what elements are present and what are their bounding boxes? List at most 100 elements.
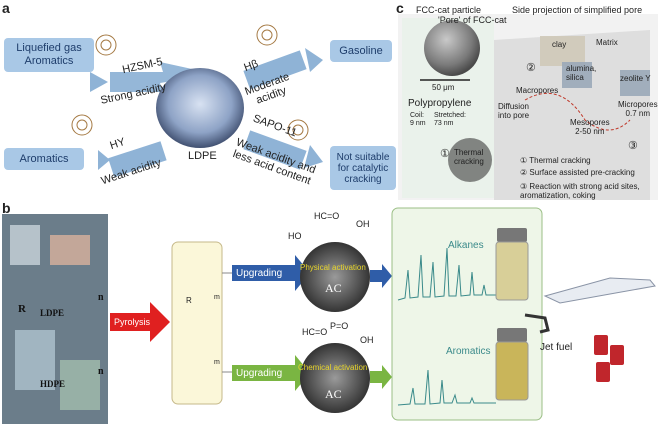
pore-text: 2-50 nm	[575, 127, 605, 136]
legend-2: ② Surface assisted pre-cracking	[520, 168, 635, 177]
arrow-head-top-right	[305, 48, 323, 72]
group-ho-top: HO	[288, 231, 302, 241]
arrow-head-bottom-right	[304, 145, 323, 168]
marker-1: ①	[440, 148, 450, 160]
pore-text: Micropores	[618, 100, 658, 109]
jet-fuel-label: Jet fuel	[540, 342, 573, 353]
product-alkanes-label: Alkanes	[448, 240, 484, 251]
ac-chemical-image	[300, 343, 370, 413]
macropores-label: Macropores	[516, 86, 559, 95]
product-aromatics-label: Aromatics	[446, 346, 491, 357]
fuel-barrel-2	[610, 345, 624, 365]
polymer-coil-image	[448, 138, 492, 182]
product-text: Aromatics	[24, 55, 74, 67]
clay-image	[540, 36, 585, 66]
legend-3: ③ Reaction with strong acid sites, aroma…	[520, 182, 656, 200]
coil-text: Coil:	[410, 112, 425, 119]
group-hco-bottom: HC=O	[302, 327, 328, 337]
pyrolysis-arrow	[110, 302, 170, 342]
chain-m-label-2: m	[214, 359, 220, 366]
panel-b-letter: b	[2, 200, 11, 216]
legend-text: Reaction with strong acid sites, aromati…	[520, 182, 640, 200]
arrow-head-top-left	[90, 72, 108, 92]
ac-label-top: AC	[325, 281, 342, 295]
vial-aromatics	[495, 341, 529, 401]
stretched-label: Stretched:73 nm	[434, 112, 466, 128]
ldpe-structure-label: LDPE	[40, 308, 65, 318]
product-box-top-right: Gasoline	[330, 40, 392, 62]
legend-text: Surface assisted pre-cracking	[529, 168, 635, 177]
alumina-image	[562, 62, 592, 88]
product-text: Gasoline	[339, 44, 383, 57]
alumina-label: alumina,	[566, 64, 597, 73]
pore-title: 'Pore' of FCC-cat	[438, 15, 507, 25]
coil-label: Coil:9 nm	[410, 112, 426, 128]
fcc-particle-image	[424, 20, 480, 76]
stretched-text: Stretched:	[434, 112, 466, 119]
product-text: cracking	[344, 173, 382, 185]
scale-bar-label: 50 μm	[432, 83, 455, 92]
arrow-body-bottom-right	[243, 130, 307, 170]
diffusion-text: into pore	[498, 111, 530, 120]
vial-cap-alkanes	[497, 228, 527, 242]
chromatogram-alkanes	[397, 247, 496, 301]
pyrolysis-label: Pyrolysis	[114, 317, 151, 327]
upgrading-arrow-blue	[232, 255, 310, 291]
fcc-particle-title: FCC-cat particle	[416, 5, 482, 15]
ac-physical-image	[300, 242, 370, 312]
matrix-label: Matrix	[596, 38, 618, 47]
polypropylene-label: Polypropylene	[408, 98, 472, 109]
group-hco-top: HC=O	[314, 211, 340, 221]
chain-m-label-1: m	[214, 294, 220, 301]
subscript-n-1: n	[98, 292, 104, 303]
vial-alkanes	[495, 241, 529, 301]
coil-text: 9 nm	[410, 120, 426, 127]
ac-label-bottom: AC	[325, 387, 342, 401]
product-box-bottom-left: Aromatics	[4, 148, 84, 170]
legend-1: ① Thermal cracking	[520, 156, 591, 165]
activation-chemical-label: Chemical activation	[298, 363, 368, 372]
chain-r-label: R	[186, 296, 192, 305]
group-po-bottom: P=O	[330, 321, 349, 331]
ldpe-label: LDPE	[188, 150, 217, 162]
panel-c-letter: c	[396, 0, 404, 16]
thermal-text: cracking	[454, 157, 484, 166]
fuel-barrel-3	[596, 362, 610, 382]
activation-physical-label: Physical activation	[300, 263, 366, 272]
upgrading-label-bottom: Upgrading	[236, 368, 283, 379]
product-text: Liquefied gas	[16, 42, 82, 54]
fuel-nozzle	[524, 313, 550, 334]
zeolite-image	[620, 70, 650, 96]
diffusion-path	[524, 92, 631, 131]
marker-2: ②	[526, 62, 536, 74]
legend-text: Thermal cracking	[529, 156, 591, 165]
chromatogram-aromatics	[397, 369, 496, 406]
pore-text: Mesopores	[570, 118, 610, 127]
thermal-text: Thermal	[454, 148, 484, 157]
airplane	[543, 277, 656, 304]
ldpe-pellets-image	[156, 68, 244, 148]
legend-num: ①	[520, 156, 528, 165]
arrow-body-top-right	[243, 50, 307, 90]
substituent-r: R	[18, 303, 26, 315]
zeolite-framework-icons	[71, 24, 309, 141]
legend-num: ③	[520, 182, 528, 191]
product-text: Aromatics	[19, 152, 69, 165]
pore-text: 0.7 nm	[625, 109, 651, 118]
panel-a-letter: a	[2, 0, 10, 16]
vial-cap-aromatics	[497, 328, 527, 342]
product-text: Not suitable	[336, 151, 390, 163]
product-text: for catalytic	[337, 162, 389, 174]
clay-label: clay	[552, 40, 567, 49]
pore-projection-region	[494, 30, 650, 200]
intermediate-chain-box	[171, 241, 223, 405]
diffusion-text: Diffusion	[498, 102, 529, 111]
group-oh-bottom: OH	[360, 335, 374, 345]
